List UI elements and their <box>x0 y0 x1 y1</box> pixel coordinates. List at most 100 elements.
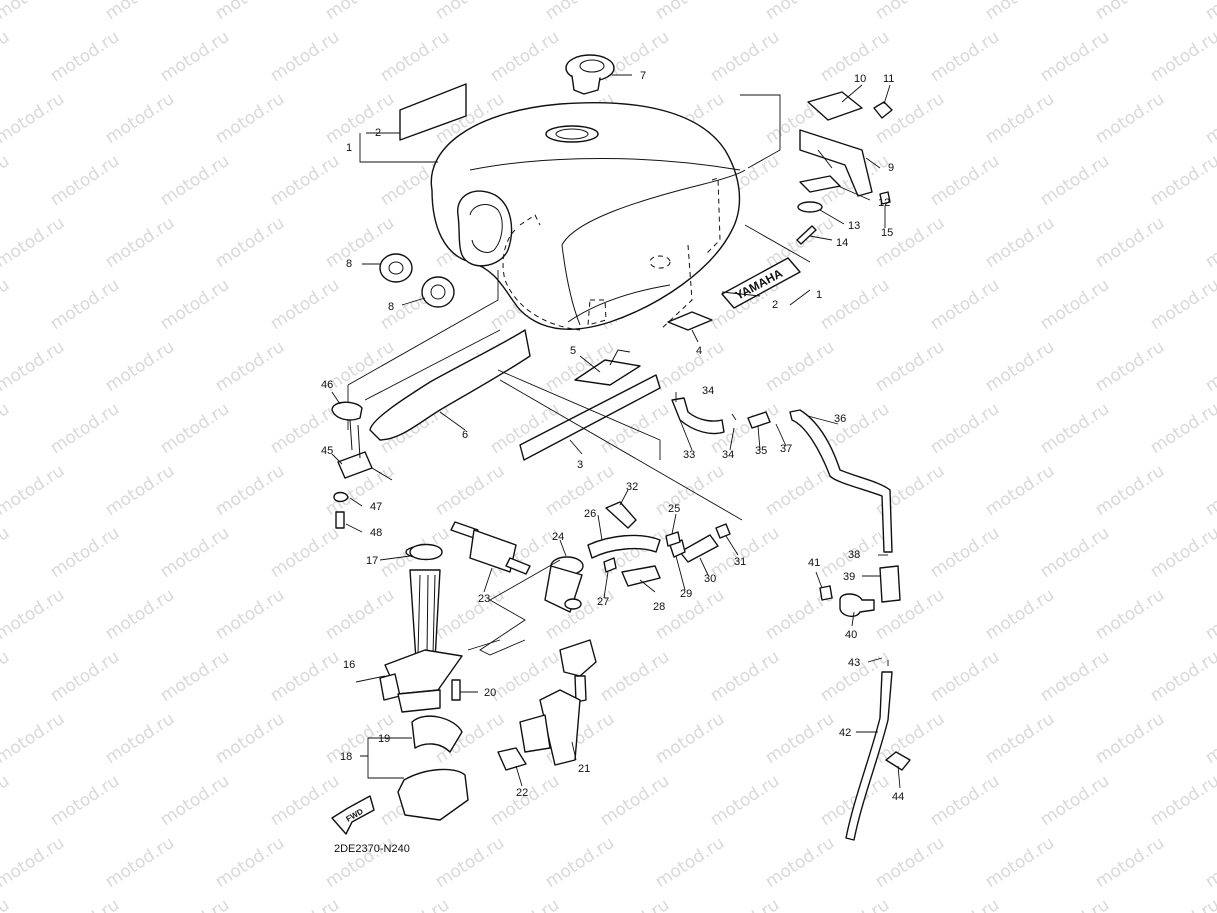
watermark-text: motod.ru <box>0 895 13 913</box>
bolt-41 <box>819 585 833 601</box>
callout-5: 5 <box>570 345 576 357</box>
watermark-text: motod.ru <box>1147 895 1217 913</box>
watermark-text: motod.ru <box>267 895 343 913</box>
watermark-text: motod.ru <box>1092 0 1168 24</box>
callout-21: 21 <box>578 763 590 775</box>
watermark-text: motod.ru <box>1037 523 1113 582</box>
watermark-text: motod.ru <box>267 647 343 706</box>
watermark-text: motod.ru <box>487 771 563 830</box>
watermark-text: motod.ru <box>1037 275 1113 334</box>
callout-46: 46 <box>321 379 333 391</box>
watermark-text: motod.ru <box>102 585 178 644</box>
hose-42 <box>845 671 893 841</box>
watermark-text: motod.ru <box>1092 709 1168 768</box>
watermark-text: motod.ru <box>47 523 123 582</box>
callout-leaders <box>331 74 901 789</box>
watermark-text: motod.ru <box>0 151 13 210</box>
petcock-cover-upper <box>411 715 463 753</box>
fuel-tank: YAMAHA <box>430 101 801 331</box>
watermark-text: motod.ru <box>1147 771 1217 830</box>
callout-28: 28 <box>653 601 665 613</box>
watermark-text: motod.ru <box>1092 461 1168 520</box>
hose-26 <box>587 534 661 559</box>
callout-47: 47 <box>370 501 382 513</box>
callout-26: 26 <box>584 508 596 520</box>
watermark-text: motod.ru <box>1147 275 1217 334</box>
watermark-text: motod.ru <box>1147 151 1217 210</box>
callout-1-right: 1 <box>816 289 822 301</box>
callout-8-upper: 8 <box>346 258 352 270</box>
hose-33 <box>671 397 725 435</box>
drawing-code: 2DE2370-N240 <box>334 843 410 855</box>
watermark-text: motod.ru <box>267 275 343 334</box>
watermark-text: motod.ru <box>597 771 673 830</box>
watermark-text: motod.ru <box>0 709 68 768</box>
callout-10: 10 <box>854 73 866 85</box>
watermark-text: motod.ru <box>157 895 233 913</box>
hose-36 <box>789 409 893 553</box>
callout-9: 9 <box>888 162 894 174</box>
clamp-27 <box>603 557 617 573</box>
watermark-text: motod.ru <box>157 27 233 86</box>
watermark-text: motod.ru <box>102 337 178 396</box>
callout-24: 24 <box>552 531 564 543</box>
watermark-text: motod.ru <box>102 213 178 272</box>
callout-1-left: 1 <box>346 142 352 154</box>
watermark-text: motod.ru <box>927 523 1003 582</box>
callout-27: 27 <box>597 596 609 608</box>
emblem-pad <box>667 311 713 331</box>
watermark-text: motod.ru <box>652 337 728 396</box>
watermark-text: motod.ru <box>652 461 728 520</box>
watermark-text: motod.ru <box>487 895 563 913</box>
watermark-text: motod.ru <box>927 771 1003 830</box>
callout-30: 30 <box>704 573 716 585</box>
callout-31: 31 <box>734 556 746 568</box>
watermark-text: motod.ru <box>927 895 1003 913</box>
callout-23: 23 <box>478 593 490 605</box>
fitting-31 <box>715 523 731 539</box>
callout-33: 33 <box>683 449 695 461</box>
callout-38: 38 <box>848 549 860 561</box>
watermark-text: motod.ru <box>707 771 783 830</box>
tank-seal <box>519 374 661 461</box>
watermark-text: motod.ru <box>157 647 233 706</box>
watermark-text: motod.ru <box>982 461 1058 520</box>
callout-36: 36 <box>834 413 846 425</box>
callout-44: 44 <box>892 791 904 803</box>
callout-3: 3 <box>577 459 583 471</box>
callout-22: 22 <box>516 787 528 799</box>
watermark-text: motod.ru <box>707 895 783 913</box>
watermark-text: motod.ru <box>0 771 13 830</box>
watermark-text: motod.ru <box>1037 399 1113 458</box>
watermark-text: motod.ru <box>597 895 673 913</box>
watermark-text: motod.ru <box>1202 213 1217 272</box>
watermark-text: motod.ru <box>157 275 233 334</box>
watermark-text: motod.ru <box>47 275 123 334</box>
watermark-text: motod.ru <box>652 833 728 892</box>
hose-28 <box>621 565 661 587</box>
watermark-text: motod.ru <box>1147 399 1217 458</box>
watermark-text: motod.ru <box>1092 337 1168 396</box>
callout-42: 42 <box>839 727 851 739</box>
watermark-text: motod.ru <box>1202 585 1217 644</box>
decal-left <box>399 83 467 141</box>
watermark-text: motod.ru <box>267 151 343 210</box>
watermark-text: motod.ru <box>927 27 1003 86</box>
callout-37: 37 <box>780 443 792 455</box>
callout-19: 19 <box>378 733 390 745</box>
watermark-text: motod.ru <box>47 151 123 210</box>
callout-13: 13 <box>848 220 860 232</box>
watermark-text: motod.ru <box>762 0 838 24</box>
watermark-text: motod.ru <box>1202 461 1217 520</box>
watermark-text: motod.ru <box>0 337 68 396</box>
watermark-text: motod.ru <box>982 709 1058 768</box>
watermark-text: motod.ru <box>157 399 233 458</box>
callout-18: 18 <box>340 751 352 763</box>
watermark-text: motod.ru <box>432 461 508 520</box>
watermark-text: motod.ru <box>267 771 343 830</box>
callout-34-lower: 34 <box>722 449 734 461</box>
callout-20: 20 <box>484 687 496 699</box>
watermark-text: motod.ru <box>432 833 508 892</box>
watermark-text: motod.ru <box>652 0 728 24</box>
watermark-text: motod.ru <box>927 647 1003 706</box>
